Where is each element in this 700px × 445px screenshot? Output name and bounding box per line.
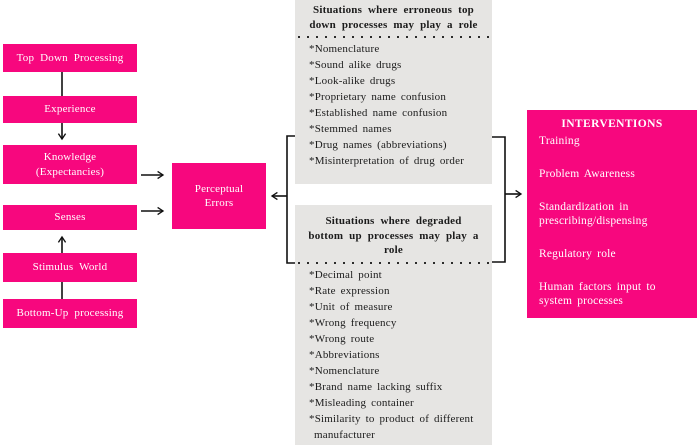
list-item: *Nomenclature: [309, 364, 380, 377]
list-item: *Misinterpretation of drug order: [309, 155, 465, 167]
flow-box-label: Senses: [54, 211, 86, 224]
list-item: *Established name confusion: [309, 107, 448, 119]
interventions-box: INTERVENTIONS Training Problem Awareness…: [527, 110, 697, 318]
list-item: *Decimal point: [309, 268, 382, 281]
dotted-divider: [298, 36, 489, 38]
intervention-item: Training: [539, 135, 580, 147]
perceptual-errors-label: Perceptual Errors: [194, 182, 244, 209]
flow-box-knowledge-expectancies: Knowledge (Expectancies): [3, 145, 137, 184]
flow-box-top-down-processing: Top Down Processing: [3, 44, 137, 72]
list-item: *Wrong frequency: [309, 316, 397, 329]
list-item: *Proprietary name confusion: [309, 91, 447, 103]
perceptual-errors-box: Perceptual Errors: [172, 163, 266, 229]
flow-box-bottom-up-processing: Bottom-Up processing: [3, 299, 137, 328]
bracket-left: [286, 135, 295, 264]
bottom-up-situations-box: Situations where degraded bottom up proc…: [295, 205, 492, 445]
list-item: *Wrong route: [309, 332, 375, 345]
flow-box-label: Stimulus World: [32, 261, 108, 274]
bottom-up-situations-title: Situations where degraded bottom up proc…: [308, 215, 479, 256]
flow-box-senses: Senses: [3, 205, 137, 230]
flow-box-stimulus-world: Stimulus World: [3, 253, 137, 282]
flow-box-experience: Experience: [3, 96, 137, 123]
flow-box-label: Knowledge (Expectancies): [35, 151, 105, 178]
intervention-item: Problem Awareness: [539, 168, 636, 180]
list-item: *Rate expression: [309, 284, 390, 297]
bracket-right: [492, 136, 506, 263]
list-item: *Nomenclature: [309, 43, 380, 55]
intervention-item: Human factors input to system processes: [539, 281, 656, 307]
flow-box-label: Top Down Processing: [16, 51, 124, 64]
intervention-item: Regulatory role: [539, 248, 616, 260]
list-item: *Abbreviations: [309, 348, 380, 361]
top-down-situations-box: Situations where erroneous top down proc…: [295, 0, 492, 184]
list-item: *Misleading container: [309, 396, 414, 409]
list-item: *Similarity to product of different manu…: [309, 412, 474, 441]
diagram-canvas: { "colors": { "box_pink": "#F7077E", "bo…: [3, 0, 697, 445]
list-item: *Unit of measure: [309, 300, 393, 313]
flow-box-label: Experience: [44, 103, 96, 116]
list-item: *Stemmed names: [309, 123, 392, 135]
list-item: *Sound alike drugs: [309, 59, 402, 71]
intervention-item: Standardization in prescribing/dispensin…: [539, 201, 648, 227]
dotted-divider: [298, 261, 489, 264]
list-item: *Drug names (abbreviations): [309, 139, 447, 151]
list-item: *Brand name lacking suffix: [309, 380, 443, 393]
list-item: *Look-alike drugs: [309, 75, 396, 87]
flow-box-label: Bottom-Up processing: [16, 307, 124, 320]
top-down-situations-title: Situations where erroneous top down proc…: [309, 4, 478, 31]
interventions-title: INTERVENTIONS: [561, 118, 663, 130]
